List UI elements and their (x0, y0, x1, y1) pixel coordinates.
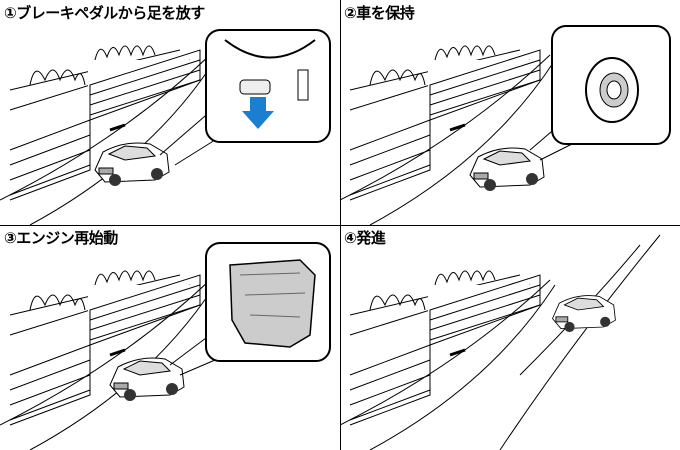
step-1-title: ①ブレーキペダルから足を放す (4, 4, 205, 22)
release-brake-illustration (0, 29, 331, 225)
step-3-panel: ③エンジン再始動 (0, 225, 340, 450)
step-3-title: ③エンジン再始動 (4, 229, 118, 247)
step-2-panel: ②車を保持 (340, 0, 680, 225)
step-1-panel: ①ブレーキペダルから足を放す (0, 0, 340, 225)
arrow-down-icon (242, 97, 274, 129)
step-2-title: ②車を保持 (344, 4, 415, 22)
engine-restart-illustration (0, 242, 331, 450)
start-off-illustration (340, 234, 661, 450)
step-4-title: ④発進 (344, 229, 386, 247)
step-4-panel: ④発進 (340, 225, 680, 450)
hold-vehicle-illustration (340, 25, 671, 225)
horizontal-divider (0, 225, 680, 226)
